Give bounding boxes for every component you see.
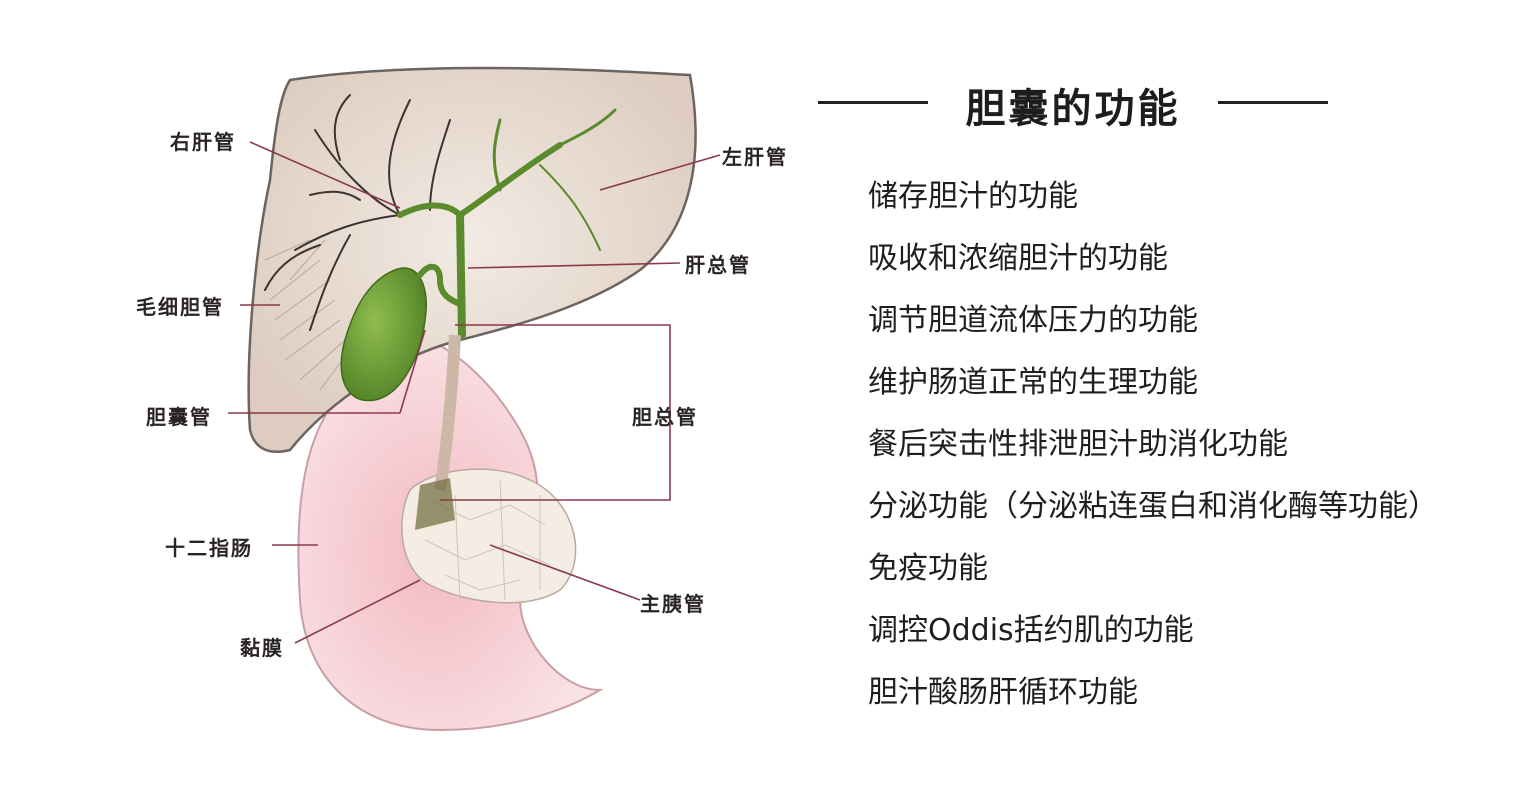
cystic-duct-shape (417, 263, 465, 308)
pancreas-lobule-lines (424, 479, 551, 601)
label-common-bile-duct: 胆总管 (632, 405, 698, 429)
leader-lines (228, 141, 721, 644)
function-item: 储存胆汁的功能 (868, 179, 1078, 214)
function-item: 调控Oddis括约肌的功能 (868, 613, 1194, 648)
label-right-hepatic-duct: 右肝管 (170, 130, 236, 154)
label-duodenum: 十二指肠 (165, 536, 253, 560)
panel-header: 胆囊的功能 (818, 72, 1328, 132)
hepatic-ducts-green (397, 108, 617, 339)
title-rule-right (1218, 101, 1328, 104)
function-item: 免疫功能 (868, 551, 988, 586)
label-mucosa: 黏膜 (240, 636, 284, 660)
function-item: 调节胆道流体压力的功能 (868, 303, 1198, 338)
function-item: 餐后突击性排泄胆汁助消化功能 (868, 427, 1288, 462)
gallbladder-shape (340, 267, 427, 402)
title-rule-left (818, 101, 928, 104)
function-item: 维护肠道正常的生理功能 (868, 365, 1198, 400)
intrahepatic-ducts (264, 94, 451, 331)
label-bile-capillary: 毛细胆管 (136, 295, 224, 319)
function-item: 胆汁酸肠肝循环功能 (868, 675, 1138, 710)
label-common-hepatic-duct: 肝总管 (685, 253, 751, 277)
label-main-pancreatic-duct: 主胰管 (640, 592, 706, 616)
panel-title: 胆囊的功能 (965, 86, 1181, 132)
ampulla-shape (415, 478, 455, 530)
function-item: 吸收和浓缩胆汁的功能 (868, 241, 1168, 276)
function-list: 储存胆汁的功能 吸收和浓缩胆汁的功能 调节胆道流体压力的功能 维护肠道正常的生理… (868, 166, 1438, 724)
label-cystic-duct: 胆囊管 (146, 405, 212, 429)
common-bile-duct-shape (434, 334, 461, 491)
label-left-hepatic-duct: 左肝管 (722, 145, 788, 169)
function-item: 分泌功能（分泌粘连蛋白和消化酶等功能） (868, 489, 1438, 524)
